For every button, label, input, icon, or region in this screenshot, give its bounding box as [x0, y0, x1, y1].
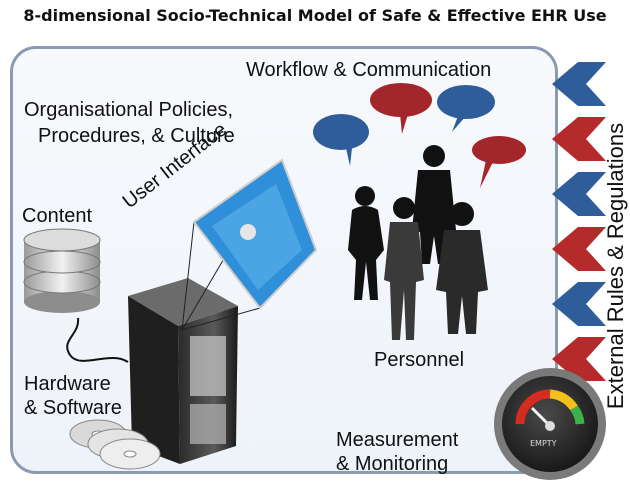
measurement-label-line2: & Monitoring — [336, 453, 449, 475]
speech-bubble-blue-left — [313, 114, 369, 150]
server-tower-icon — [128, 278, 238, 464]
fuel-gauge-icon: EMPTY — [494, 368, 606, 480]
regulation-arrow-1 — [552, 62, 606, 106]
speech-bubble-red-right — [472, 136, 526, 164]
regulation-arrow-3 — [552, 172, 606, 216]
speech-bubble-blue-right — [437, 85, 495, 119]
regulation-arrow-6 — [552, 337, 606, 381]
personnel-label: Personnel — [374, 349, 465, 371]
content-label: Content — [22, 205, 93, 227]
hardware-label-line2: & Software — [24, 397, 122, 419]
diagram-title: 8-dimensional Socio-Technical Model of S… — [23, 6, 607, 25]
database-icon — [23, 228, 101, 313]
regulation-arrow-5 — [552, 282, 606, 326]
software-discs-icon — [69, 419, 161, 470]
workflow-label: Workflow & Communication — [246, 59, 492, 81]
policies-label-line1: Organisational Policies, — [24, 99, 233, 121]
gauge-empty-text: EMPTY — [530, 439, 557, 448]
regulation-arrow-4 — [552, 227, 606, 271]
speech-bubble-red-center — [370, 83, 432, 117]
hardware-label-line1: Hardware — [24, 373, 111, 395]
regulation-arrow-2 — [552, 117, 606, 161]
policies-label-line2: Procedures, & Culture — [38, 125, 235, 147]
measurement-label-line1: Measurement — [336, 429, 459, 451]
